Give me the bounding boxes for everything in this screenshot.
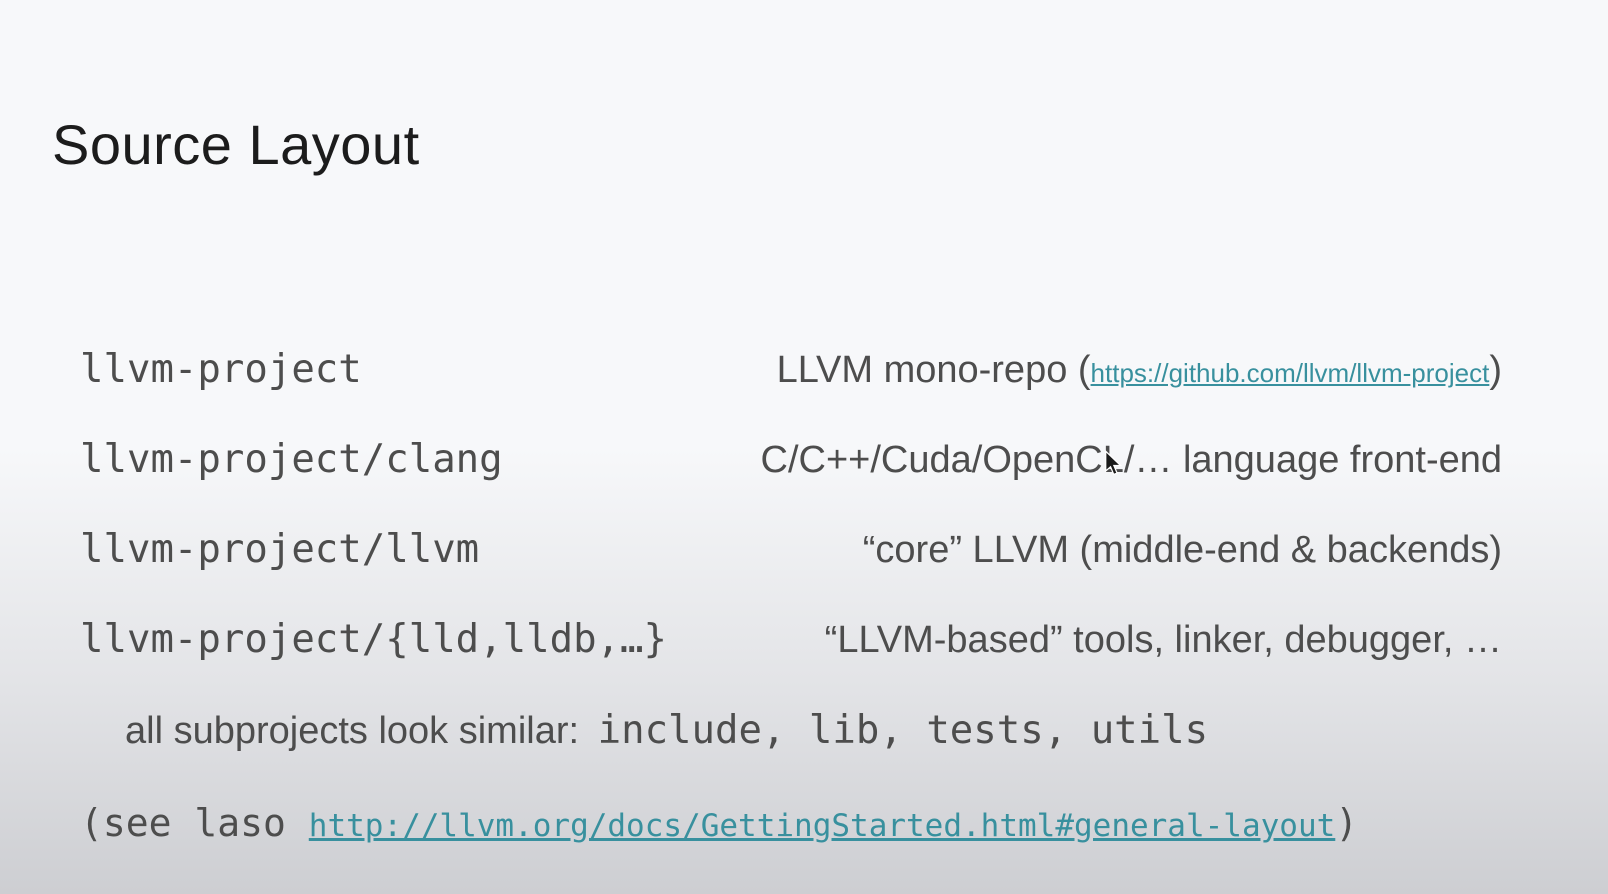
page-title: Source Layout	[52, 113, 420, 176]
see-also-suffix: )	[1335, 801, 1359, 845]
repo-path: llvm-project/{lld,lldb,…}	[80, 617, 667, 662]
repo-path: llvm-project/clang	[80, 437, 503, 482]
repo-description: C/C++/Cuda/OpenCL/… language front-end	[760, 439, 1502, 481]
desc-suffix: )	[1489, 349, 1502, 391]
repo-description: “core” LLVM (middle-end & backends)	[862, 529, 1502, 571]
getting-started-docs-link[interactable]: http://llvm.org/docs/GettingStarted.html…	[308, 808, 1336, 844]
github-repo-link[interactable]: https://github.com/llvm/llvm-project	[1090, 358, 1490, 388]
note-text: all subprojects look similar:	[125, 710, 590, 752]
table-row: llvm-project/llvm “core” LLVM (middle-en…	[80, 525, 1502, 575]
see-also-line: (see laso http://llvm.org/docs/GettingSt…	[80, 798, 1358, 851]
table-row: llvm-project/clang C/C++/Cuda/OpenCL/… l…	[80, 435, 1502, 485]
see-also-prefix: (see laso	[80, 801, 309, 845]
repo-path: llvm-project	[80, 347, 362, 392]
table-row: llvm-project/{lld,lldb,…} “LLVM-based” t…	[80, 615, 1502, 665]
note-directories: include, lib, tests, utils	[597, 708, 1209, 753]
desc-prefix: LLVM mono-repo (	[776, 349, 1091, 391]
table-row: llvm-project LLVM mono-repo (https://git…	[80, 345, 1502, 398]
subprojects-note: all subprojects look similar: include, l…	[125, 706, 1208, 756]
repo-description: LLVM mono-repo (https://github.com/llvm/…	[777, 345, 1502, 398]
repo-description: “LLVM-based” tools, linker, debugger, …	[824, 619, 1502, 661]
repo-path: llvm-project/llvm	[80, 527, 480, 572]
